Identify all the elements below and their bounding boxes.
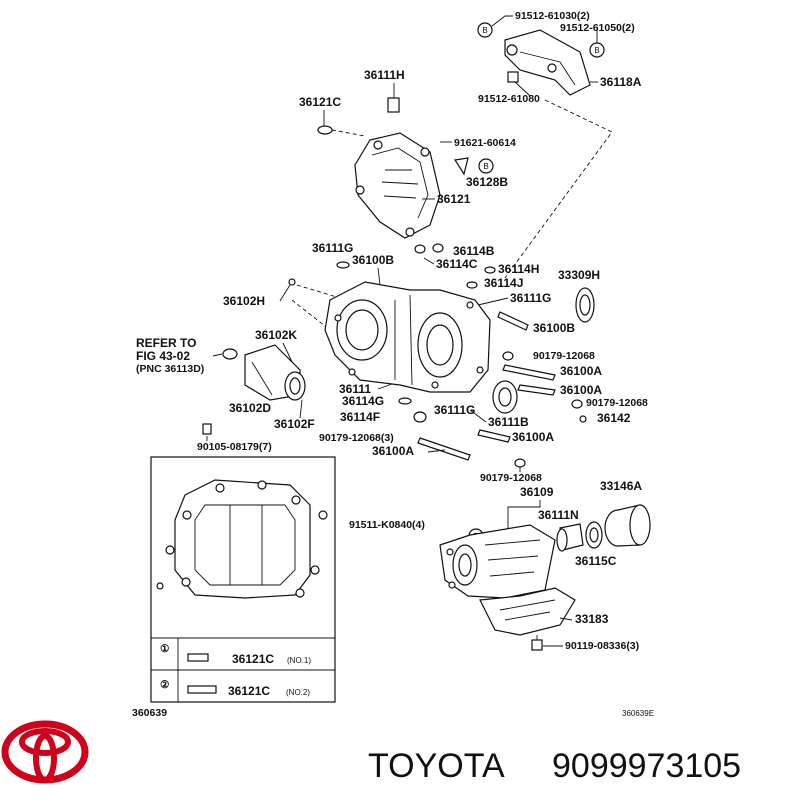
inset-row2-number: ②	[160, 679, 170, 691]
inset-row2-part: 36121C	[228, 684, 270, 698]
label-36114h: 36114H	[498, 262, 539, 276]
svg-text:B: B	[594, 46, 599, 55]
label-90179-12068-c: 90179-12068(3)	[319, 432, 394, 444]
label-36114f: 36114F	[340, 410, 380, 424]
label-36102d: 36102D	[229, 401, 271, 415]
label-90105-08179: 90105-08179(7)	[197, 441, 272, 453]
label-36114j: 36114J	[484, 276, 523, 290]
part-36121c-bolt	[317, 125, 333, 135]
label-33309h: 33309H	[558, 268, 600, 282]
label-36102h: 36102H	[223, 294, 265, 308]
part-36118a-bracket	[504, 29, 591, 96]
part-36111h-plug	[387, 97, 400, 113]
label-90119-08336: 90119-08336(3)	[565, 640, 639, 652]
svg-text:B: B	[483, 162, 488, 171]
label-33183: 33183	[575, 612, 609, 626]
label-36109: 36109	[520, 485, 554, 499]
label-36111g-b: 36111G	[510, 291, 551, 305]
part-33183-plate	[479, 587, 576, 636]
label-36114g: 36114G	[342, 394, 384, 408]
part-36128b-clip	[453, 157, 469, 176]
part-36111-case	[324, 281, 491, 393]
label-91511-k0840: 91511-K0840(4)	[349, 519, 425, 531]
label-refer-line3: (PNC 36113D)	[136, 363, 204, 375]
label-36100a-d: 36100A	[372, 444, 414, 458]
label-refer-line1: REFER TO	[136, 336, 196, 350]
callout-b-top-left: B	[477, 22, 493, 38]
label-36111h: 36111H	[364, 68, 405, 82]
part-36111n-bushing	[556, 523, 584, 552]
inset-code: 360639	[132, 707, 167, 719]
label-36100a-a: 36100A	[560, 364, 602, 378]
inset-cover-detail	[150, 456, 336, 703]
label-36102f: 36102F	[274, 417, 315, 431]
inset-row1-note: (NO.1)	[287, 656, 311, 665]
label-90179-12068-d: 90179-12068	[480, 472, 542, 484]
label-36100b-a: 36100B	[352, 253, 394, 267]
label-36142: 36142	[597, 411, 631, 425]
label-36111: 36111	[339, 382, 371, 396]
label-36118a: 36118A	[600, 75, 642, 89]
part-36121-cover	[354, 132, 441, 239]
label-36115c: 36115C	[575, 554, 617, 568]
inset-row1-number: ①	[160, 643, 170, 655]
label-90179-12068-a: 90179-12068	[533, 350, 595, 362]
part-33146a-sleeve	[604, 504, 651, 547]
callout-b-top-right: B	[589, 42, 605, 58]
svg-text:B: B	[482, 26, 487, 35]
label-91512-61080: 91512-61080	[478, 93, 540, 105]
label-36100a-b: 36100A	[560, 383, 602, 397]
label-36111n: 36111N	[538, 508, 579, 522]
label-36100a-c: 36100A	[512, 430, 554, 444]
part-36109-adapter	[439, 524, 556, 599]
part-36102d-housing	[244, 344, 306, 401]
label-36128b: 36128B	[466, 175, 508, 189]
label-36100b-b: 36100B	[533, 321, 575, 335]
diagram-code: 360639E	[622, 709, 654, 718]
label-36121: 36121	[437, 192, 471, 206]
inset-row1-part: 36121C	[232, 652, 274, 666]
callout-b-mid: B	[478, 158, 494, 174]
label-36114c: 36114C	[436, 257, 478, 271]
label-91512-61050: 91512-61050(2)	[560, 22, 635, 34]
label-36114b: 36114B	[453, 244, 495, 258]
label-91512-61030: 91512-61030(2)	[515, 10, 590, 22]
label-91621-60614: 91621-60614	[454, 137, 516, 149]
label-36111g-c: 36111G	[434, 403, 475, 417]
label-36121c-top: 36121C	[299, 95, 341, 109]
brand-part-number: 9099973105	[552, 747, 741, 785]
label-33146a: 33146A	[600, 479, 642, 493]
label-36111g-a: 36111G	[312, 241, 353, 255]
inset-row2-note: (NO.2)	[286, 688, 310, 697]
label-90179-12068-b: 90179-12068	[586, 397, 648, 409]
label-36102k: 36102K	[255, 328, 297, 342]
label-36111b: 36111B	[488, 415, 529, 429]
label-refer-line2: FIG 43-02	[136, 349, 190, 363]
toyota-logo	[1, 720, 89, 784]
brand-name: TOYOTA	[368, 747, 505, 785]
